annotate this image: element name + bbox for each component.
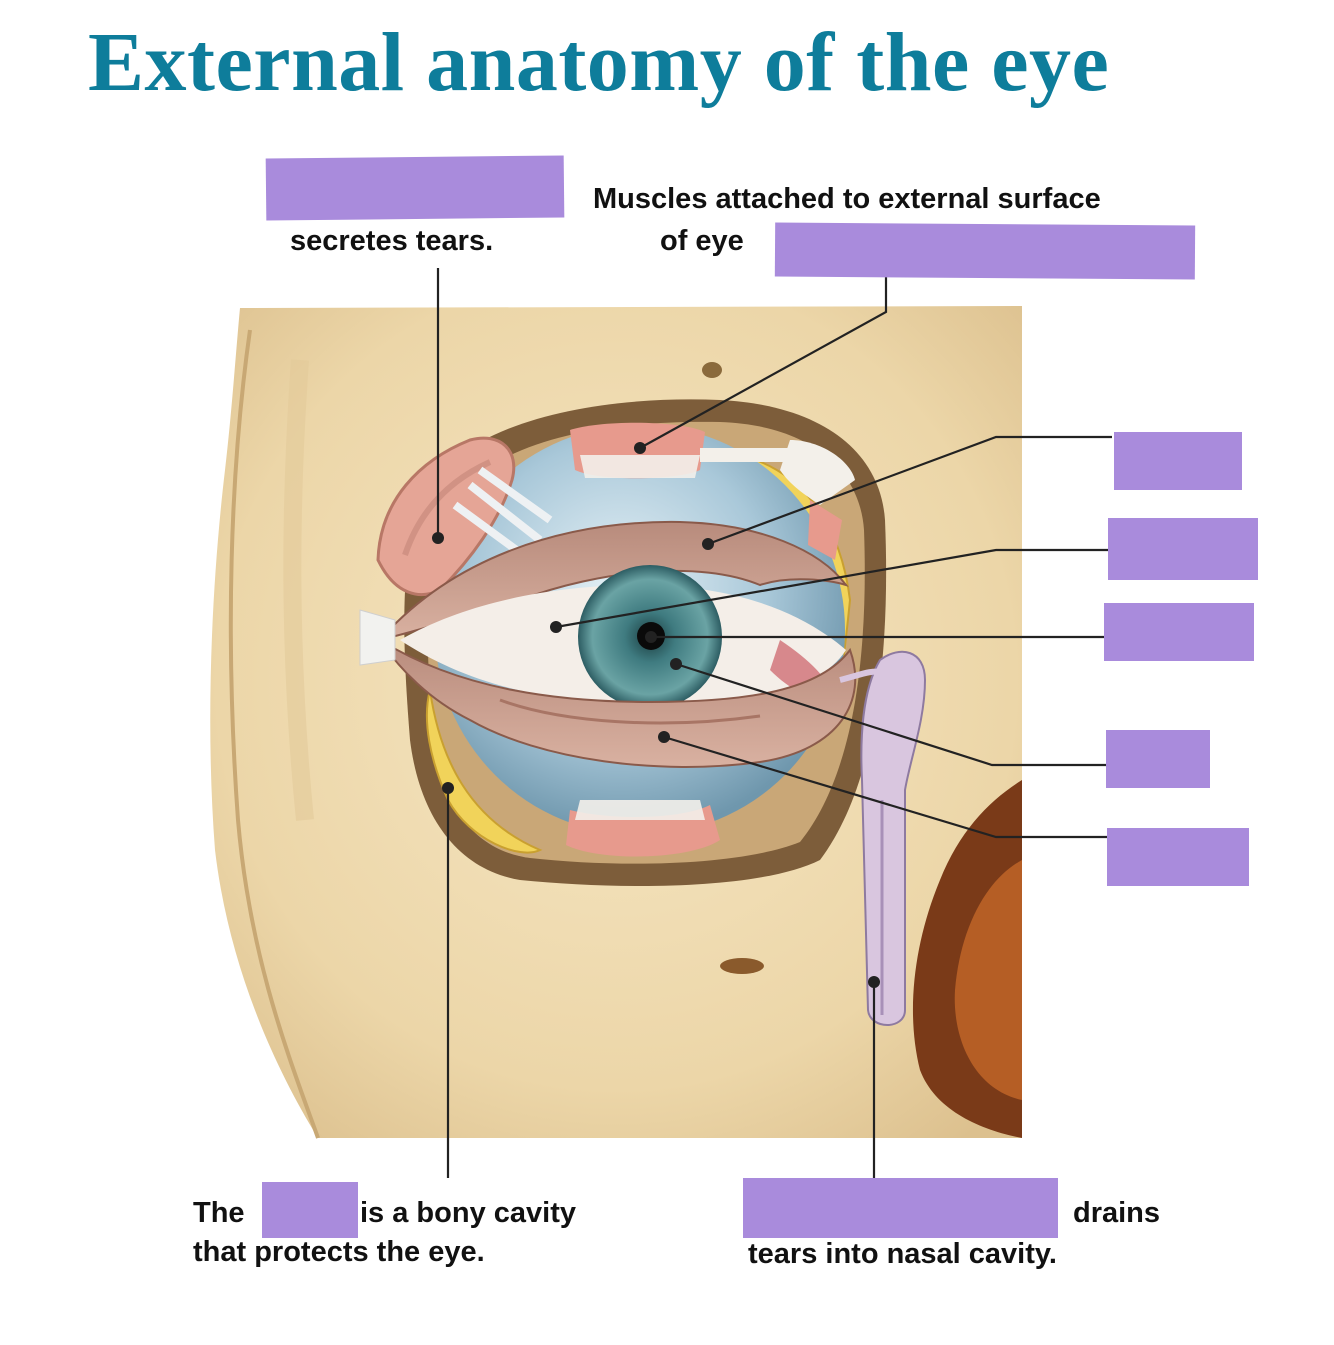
answer-mask-upper-eyelid[interactable] [1114, 432, 1242, 490]
answer-mask-pupil[interactable] [1104, 603, 1254, 661]
leader-dots [432, 442, 880, 988]
muscles-caption-line1: Muscles attached to external surface [593, 183, 1101, 215]
lacrimal-gland-caption: secretes tears. [290, 225, 494, 257]
answer-mask-iris[interactable] [1106, 730, 1210, 788]
extrinsic-muscles [566, 422, 855, 857]
muscles-caption-line2: of eye [660, 225, 744, 257]
answer-mask-lacrimal-gland[interactable] [265, 155, 565, 221]
answer-mask-orbit[interactable] [262, 1182, 358, 1238]
lacrimal-gland [376, 436, 553, 597]
leader-lines [436, 268, 1112, 1178]
orbit-caption-the: The [193, 1197, 245, 1229]
answer-mask-nasolacrimal-duct[interactable] [743, 1178, 1058, 1238]
orbit-caption-line2: that protects the eye. [193, 1236, 485, 1268]
page-title: External anatomy of the eye [88, 16, 1110, 109]
answer-mask-lower-eyelid[interactable] [1107, 828, 1249, 886]
nasolacrimal-duct [839, 650, 927, 1026]
answer-mask-sclera[interactable] [1108, 518, 1258, 580]
answer-mask-muscles[interactable] [774, 222, 1196, 280]
duct-caption-line2: tears into nasal cavity. [748, 1238, 1057, 1270]
orbit-caption-rest: is a bony cavity [360, 1197, 576, 1229]
duct-caption-drains: drains [1073, 1197, 1161, 1229]
lower-eyelid [379, 639, 857, 768]
